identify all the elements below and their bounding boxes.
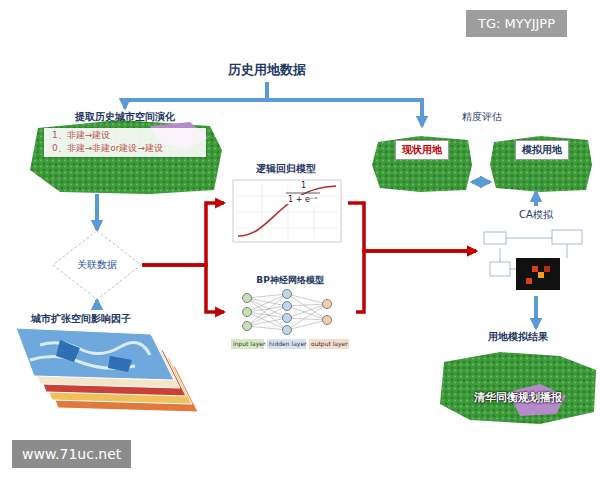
flow-arrow [348,203,476,251]
layer-stack: 城市扩张空间影响因子 [15,310,205,412]
node-title: 城市扩张空间影响因子 [29,312,175,326]
watermark: 清华同衡规划播报 [474,390,562,405]
flow-arrow [142,265,224,312]
map-panel: 用地模拟结果 [436,328,600,424]
source-label: 历史用地数据 [222,58,312,82]
node-title: 关联数据 [77,258,117,272]
layer-tag: hidden layer [269,340,307,347]
flow-arrow [534,296,538,328]
annotation: 精度评估 [462,110,502,124]
flow-arrow [95,300,99,310]
node-title: 模拟用地 [515,140,569,160]
flow-arrow [95,194,99,230]
layer-tag: input layer [233,340,265,347]
map-panel: 提取历史城市空间演化 1、非建→建设0、非建→非建or建设→建设 [30,108,220,194]
node-title: 现状用地 [395,140,449,160]
node-title: 历史用地数据 [228,61,306,79]
node-title: BP神经网络模型 [224,274,356,287]
process-panel: CA模拟 [476,206,596,296]
model-panel: 逻辑回归模型 [224,160,348,246]
layer-tag: output layer [311,340,348,347]
node-title: 提取历史城市空间演化 [30,110,220,124]
flow-arrow [142,203,224,265]
flow-arrow [125,82,267,108]
flow-arrow [356,251,476,312]
flow-arrow [267,82,422,126]
node-title: 用地模拟结果 [436,330,600,344]
decision-diamond: 关联数据 [52,230,142,300]
node-title: CA模拟 [476,208,596,222]
node-body: 1、非建→建设 [44,128,206,142]
watermark: TG: MYYJJPP [466,10,567,37]
watermark: www.71uc.net [12,440,131,468]
flow-arrow [534,192,538,206]
formula-part: 1 [300,181,307,190]
node-title: 逻辑回归模型 [224,162,348,176]
formula-part: 1 + e⁻ˣ [287,195,319,204]
flow-arrow [472,180,490,184]
map-panel: 现状用地 [372,126,472,192]
map-panel: 模拟用地 [490,126,594,192]
node-body: 0、非建→非建or建设→建设 [44,142,206,157]
